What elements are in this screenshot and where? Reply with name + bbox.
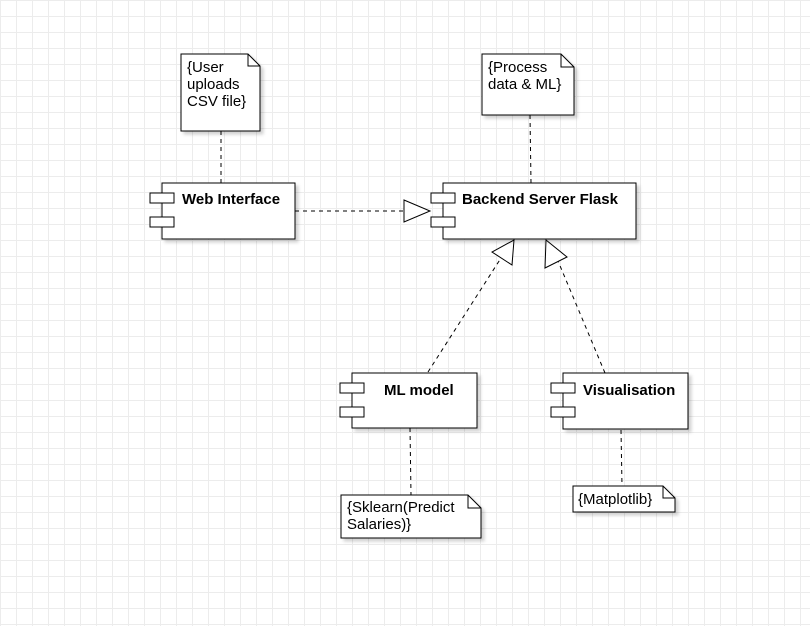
hollow-arrowhead-icon	[544, 238, 568, 269]
component-name: Web Interface	[182, 191, 280, 208]
note-anchor-matplotlib	[620, 429, 623, 487]
component-backend-server[interactable]: Backend Server Flask	[430, 182, 637, 240]
web-to-backend-connector[interactable]	[295, 199, 432, 223]
component-ml-model[interactable]: ML model	[339, 372, 478, 429]
component-port-icon	[550, 406, 576, 418]
note-fold-icon	[247, 54, 260, 67]
note-line: Salaries)}	[347, 516, 411, 533]
note-anchor-process	[529, 114, 532, 184]
component-port-icon	[430, 216, 456, 228]
hollow-arrowhead-icon	[491, 239, 515, 266]
component-port-icon	[339, 382, 365, 394]
hollow-arrowhead-icon	[403, 199, 432, 223]
note-fold-icon	[467, 495, 481, 509]
note-line: {Matplotlib}	[578, 491, 652, 508]
component-name: ML model	[384, 382, 454, 399]
note-line: {User	[187, 59, 224, 76]
note-line: {Process	[488, 59, 547, 76]
note-sklearn[interactable]: {Sklearn(Predict Salaries)}	[340, 494, 482, 539]
note-line: CSV file}	[187, 93, 246, 110]
component-name: Visualisation	[583, 382, 675, 399]
note-matplotlib[interactable]: {Matplotlib}	[572, 485, 676, 513]
note-user-uploads[interactable]: {User uploads CSV file}	[180, 53, 261, 132]
note-line: data & ML}	[488, 76, 561, 93]
component-port-icon	[149, 192, 175, 204]
component-port-icon	[339, 406, 365, 418]
component-name: Backend Server Flask	[462, 191, 619, 208]
vis-to-backend-connector[interactable]	[544, 238, 606, 374]
note-line: {Sklearn(Predict	[347, 499, 455, 516]
note-fold-icon	[560, 54, 574, 68]
component-web-interface[interactable]: Web Interface	[149, 182, 296, 240]
component-visualisation[interactable]: Visualisation	[550, 372, 689, 430]
component-port-icon	[550, 382, 576, 394]
note-line: uploads	[187, 76, 240, 93]
ml-to-backend-connector[interactable]	[427, 239, 515, 373]
note-process[interactable]: {Process data & ML}	[481, 53, 575, 116]
component-port-icon	[430, 192, 456, 204]
note-anchor-sklearn	[409, 427, 412, 496]
component-port-icon	[149, 216, 175, 228]
note-fold-icon	[662, 486, 675, 499]
